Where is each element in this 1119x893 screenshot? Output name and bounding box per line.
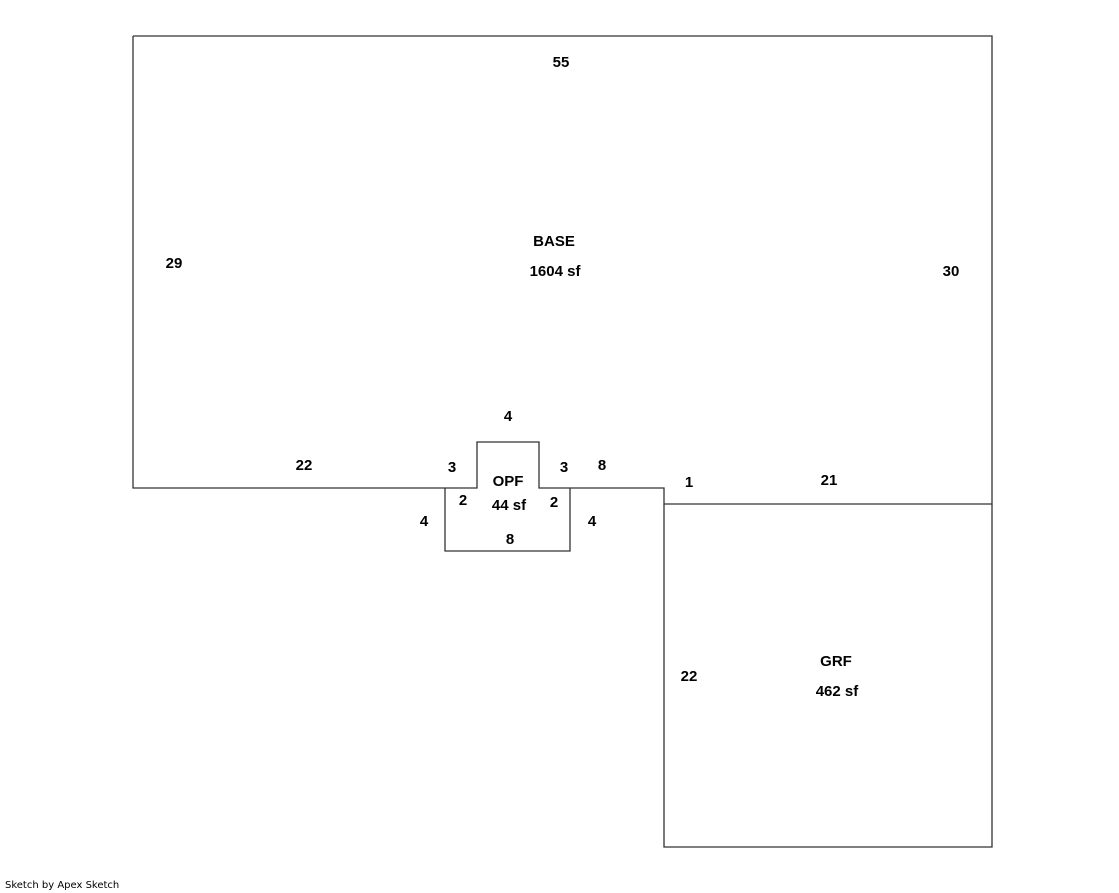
dim-bump-right: 3 [560,459,568,476]
dim-base-top: 55 [553,54,570,71]
grf-area: 462 sf [816,683,860,700]
dim-opf-left-inner: 2 [459,492,467,509]
dim-bump-top: 4 [504,408,513,425]
dim-grf-top: 21 [821,472,838,489]
base-label: BASE [533,233,575,250]
dim-base-bottom-mid: 8 [598,457,606,474]
dim-base-left: 29 [166,255,183,272]
dim-grf-left: 22 [681,668,698,685]
dim-base-bottom-left: 22 [296,457,313,474]
dim-opf-right: 4 [588,513,597,530]
grf-label: GRF [820,653,852,670]
dim-opf-left: 4 [420,513,429,530]
dim-base-right: 30 [943,263,960,280]
opf-outline [444,488,571,552]
base-area: 1604 sf [530,263,582,280]
dim-opf-right-inner: 2 [550,494,558,511]
opf-area: 44 sf [492,497,527,514]
dim-opf-bottom: 8 [506,531,514,548]
sketch-credit: Sketch by Apex Sketch [5,880,120,891]
base-outline [132,35,993,505]
dim-bump-left: 3 [448,459,456,476]
opf-label: OPF [493,473,524,490]
dim-step: 1 [685,474,693,491]
grf-outline [663,504,993,848]
